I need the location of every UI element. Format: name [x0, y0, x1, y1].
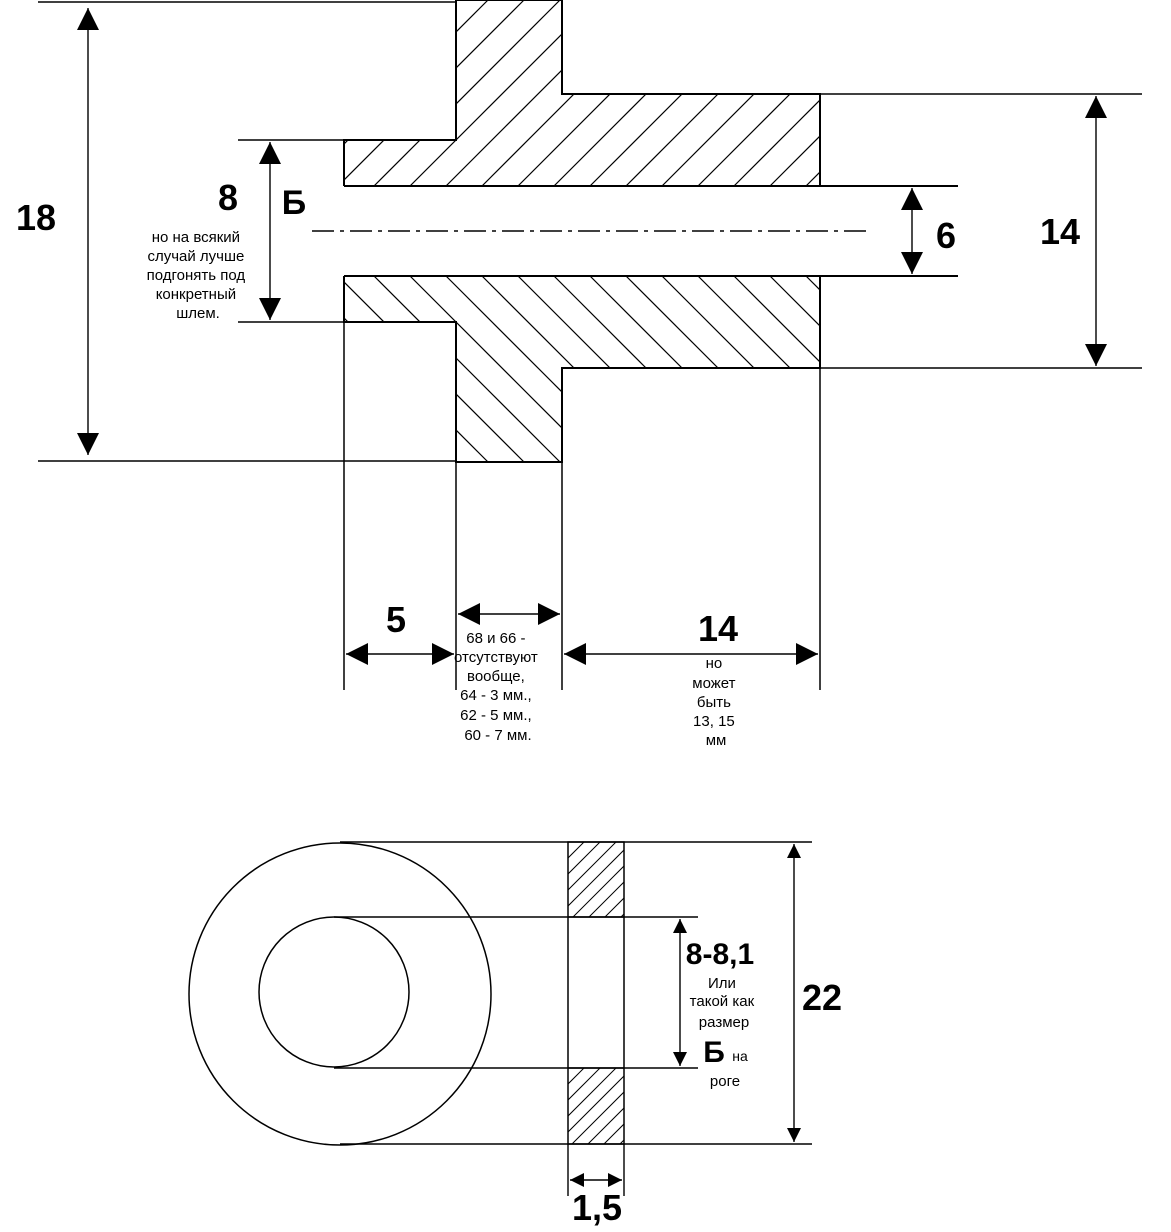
hatch-line: [568, 849, 624, 907]
note-b: но на всякий случай лучше подгонять под …: [147, 229, 250, 322]
hatch-line: [344, 0, 381, 186]
dim-label-inner: 8-8,1: [686, 938, 754, 971]
dim-label-8: 8: [218, 177, 238, 218]
hatch-line: [588, 881, 624, 917]
upper-outline: [343, 0, 821, 186]
hatch-line: [568, 1068, 617, 1117]
hatch-line: [344, 276, 417, 462]
dim-label-6: 6: [936, 215, 956, 256]
dim-label-thickness: 1,5: [572, 1187, 622, 1228]
hatch-line: [842, 0, 1028, 186]
hatch-line: [619, 1139, 624, 1144]
hatch-line: [373, 276, 561, 462]
washer-drawing: 8-8,1 Или такой как размер Б на роге 22 …: [188, 841, 842, 1228]
hatch-line: [914, 276, 1100, 462]
note-inner: Или такой как размер: [690, 975, 759, 1031]
washer-hatching-top: [568, 842, 760, 917]
hatch-line: [344, 0, 525, 186]
hatch-line: [571, 1091, 624, 1144]
dim-label-5: 5: [386, 599, 406, 640]
hatch-line: [373, 0, 561, 186]
hatch-line: [878, 0, 1064, 186]
label-roge: роге: [710, 1073, 740, 1090]
label-b-washer: Б: [703, 1036, 725, 1069]
hatch-line: [653, 842, 728, 917]
hatch-line: [344, 0, 417, 186]
bushing-section: 18 8 Б но на всякий случай лучше подгоня…: [16, 0, 1171, 749]
hatch-line: [344, 0, 489, 186]
hatch-line: [344, 0, 345, 186]
hatch-line: [669, 842, 744, 917]
dim-label-14-length: 14: [698, 608, 738, 649]
label-b-top: Б: [282, 184, 306, 222]
hatch-line: [950, 0, 1136, 186]
hatch-line: [344, 276, 525, 462]
lower-outline: [343, 276, 821, 463]
hatch-line: [604, 897, 624, 917]
hatch-line: [603, 1123, 624, 1144]
washer-hatching-bottom: [568, 1068, 712, 1144]
hatch-line: [568, 842, 601, 875]
hatch-line: [572, 865, 624, 917]
hatch-line: [805, 276, 820, 462]
washer-outer-circle: [188, 842, 492, 1146]
dim-label-18: 18: [16, 197, 56, 238]
hatch-line: [344, 0, 453, 186]
dim-label-outer: 22: [802, 977, 842, 1018]
dim-label-14-height: 14: [1040, 211, 1080, 252]
hatch-line: [568, 1068, 585, 1085]
hatch-line: [914, 0, 1100, 186]
hatch-line: [344, 276, 453, 462]
note-flange: 68 и 66 - отсутствуют вообще, 64 - 3 мм.…: [454, 630, 542, 744]
hatch-line: [568, 842, 617, 891]
hatch-line: [986, 276, 1171, 462]
hatch-line: [568, 1068, 601, 1101]
hatch-line: [637, 842, 712, 917]
washer-inner-circle: [258, 916, 410, 1068]
hatch-line: [620, 913, 624, 917]
hatch-line: [950, 276, 1136, 462]
hatch-line: [842, 276, 1028, 462]
hatch-line: [685, 842, 760, 917]
hatch-line: [878, 276, 1064, 462]
hatch-line: [568, 1068, 569, 1069]
hatch-line: [769, 0, 820, 186]
hatch-line: [587, 1107, 624, 1144]
hatch-line: [769, 276, 820, 462]
washer-section: [567, 841, 625, 1145]
hatch-line: [986, 0, 1171, 186]
hatch-line: [568, 842, 585, 859]
hatch-line: [636, 1068, 712, 1144]
hatch-line: [344, 276, 345, 462]
hatch-line: [733, 0, 820, 186]
hatch-line: [344, 276, 381, 462]
note-length: но может быть 13, 15 мм: [692, 655, 739, 749]
hatch-line: [344, 276, 489, 462]
hatch-line: [805, 0, 820, 186]
hatch-line: [568, 842, 569, 843]
hatch-line: [733, 276, 820, 462]
label-na: на: [732, 1048, 748, 1064]
